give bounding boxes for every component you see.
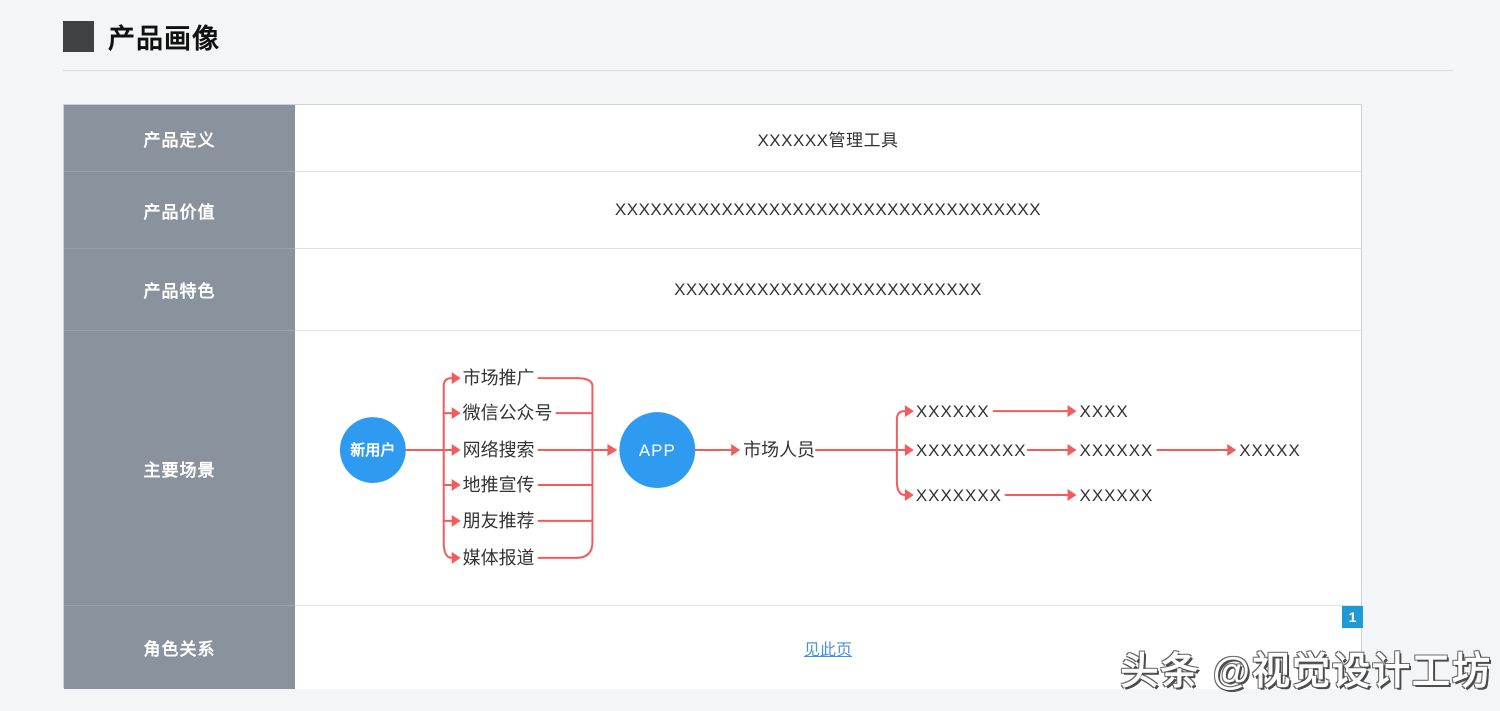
arrow-icon bbox=[451, 443, 461, 456]
channel-label-ground-promo: 地推宣传 bbox=[463, 474, 535, 494]
row-label-role-relation: 角色关系 bbox=[64, 606, 295, 689]
flow-1-step-1: XXXXXX bbox=[916, 402, 990, 421]
new-user-node-label: 新用户 bbox=[350, 441, 395, 459]
row-label-product-feature: 产品特色 bbox=[64, 249, 295, 331]
arrow-icon bbox=[451, 371, 461, 384]
arrow-icon bbox=[451, 551, 461, 564]
arrow-icon bbox=[731, 443, 741, 456]
flow-2-step-3: XXXXX bbox=[1239, 441, 1301, 460]
arrow-icon bbox=[1067, 404, 1077, 417]
channel-label-web-search: 网络搜索 bbox=[463, 440, 535, 460]
cell-product-feature: XXXXXXXXXXXXXXXXXXXXXXXXXX bbox=[295, 249, 1361, 331]
flow-3-step-2: XXXXXX bbox=[1080, 485, 1154, 504]
header-divider bbox=[63, 70, 1453, 71]
cell-main-scenario-diagram: 新用户 市场推广 微信公众号 网络搜索 地推宣传 朋友推荐 媒体报道 bbox=[295, 331, 1361, 606]
left-fan-stubs bbox=[442, 411, 453, 522]
flow-3-step-1: XXXXXXX bbox=[916, 485, 1002, 504]
new-user-node bbox=[339, 416, 406, 483]
flow-2-step-2: XXXXXX bbox=[1080, 441, 1154, 460]
right-fan-connector bbox=[575, 376, 594, 559]
arrow-icon bbox=[1067, 488, 1077, 501]
page-number-badge: 1 bbox=[1342, 606, 1363, 628]
arrow-icon bbox=[904, 488, 914, 501]
page-title: 产品画像 bbox=[108, 24, 220, 54]
channel-label-market-promo: 市场推广 bbox=[463, 368, 535, 388]
row-label-product-value: 产品价值 bbox=[64, 172, 295, 249]
product-portrait-table: 产品定义 XXXXXX管理工具 产品价值 XXXXXXXXXXXXXXXXXXX… bbox=[63, 104, 1362, 689]
watermark: 头条 @视觉设计工坊 bbox=[1120, 651, 1492, 693]
app-node-label: APP bbox=[639, 441, 676, 460]
arrow-icon bbox=[607, 443, 618, 456]
channel-label-media-report: 媒体报道 bbox=[463, 547, 535, 567]
person-node-label: 市场人员 bbox=[743, 440, 815, 460]
see-this-page-link[interactable]: 见此页 bbox=[803, 641, 852, 659]
left-fan-connector bbox=[442, 376, 453, 559]
arrow-icon bbox=[904, 443, 914, 456]
arrow-icon bbox=[451, 478, 461, 491]
flow-brace-connector bbox=[895, 409, 906, 496]
product-feature-text: XXXXXXXXXXXXXXXXXXXXXXXXXX bbox=[674, 279, 982, 299]
channel-label-friend-referral: 朋友推荐 bbox=[463, 510, 535, 530]
row-label-product-definition: 产品定义 bbox=[64, 105, 295, 172]
product-value-text: XXXXXXXXXXXXXXXXXXXXXXXXXXXXXXXXXXXX bbox=[614, 200, 1042, 219]
arrow-icon bbox=[904, 404, 914, 417]
arrow-icon bbox=[1067, 443, 1077, 456]
cell-product-definition: XXXXXX管理工具 bbox=[295, 105, 1361, 172]
page-header: 产品画像 bbox=[63, 17, 220, 56]
cell-role-relation: 见此页 bbox=[295, 606, 1361, 689]
arrow-icon bbox=[451, 514, 461, 527]
app-node bbox=[619, 411, 696, 488]
title-marker-icon bbox=[63, 21, 94, 52]
arrow-icon bbox=[1227, 443, 1237, 456]
cell-product-value: XXXXXXXXXXXXXXXXXXXXXXXXXXXXXXXXXXXX bbox=[295, 172, 1361, 249]
arrow-icon bbox=[451, 406, 461, 419]
channel-label-wechat: 微信公众号 bbox=[463, 403, 553, 423]
row-label-main-scenario: 主要场景 bbox=[64, 331, 295, 606]
product-definition-text: XXXXXX管理工具 bbox=[757, 130, 899, 150]
flow-1-step-2: XXXX bbox=[1080, 402, 1129, 421]
flow-2-step-1: XXXXXXXXX bbox=[916, 441, 1027, 460]
scenario-flow-diagram: 新用户 市场推广 微信公众号 网络搜索 地推宣传 朋友推荐 媒体报道 bbox=[339, 368, 1301, 567]
